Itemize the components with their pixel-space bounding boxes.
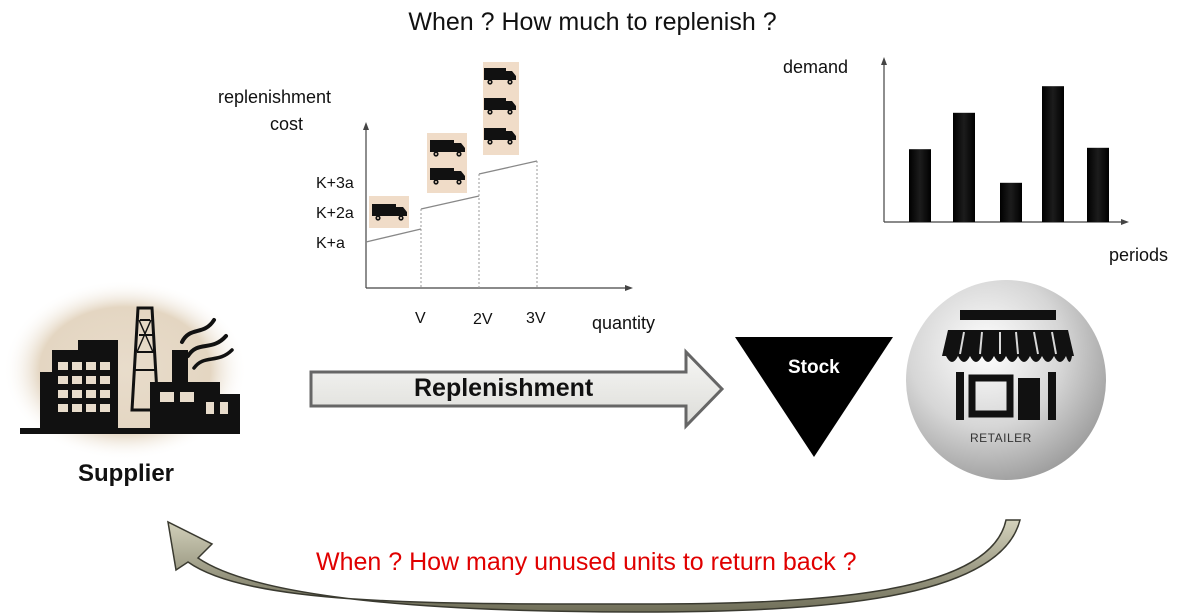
- page-title: When ? How much to replenish ?: [408, 8, 777, 36]
- replenishment-arrow: [309, 348, 725, 430]
- cost-xtick-label: 2V: [473, 311, 493, 328]
- demand-xlabel: periods: [1109, 245, 1169, 265]
- supplier-icon: [3, 280, 247, 460]
- truck-icon: [484, 128, 516, 145]
- supplier-label: Supplier: [78, 460, 175, 487]
- cost-xlabel: quantity: [592, 313, 656, 333]
- stock-label: Stock: [788, 357, 840, 378]
- retailer-icon: [906, 280, 1106, 480]
- demand-bar: [953, 112, 975, 222]
- demand-y-arrowhead: [881, 57, 887, 65]
- demand-x-arrowhead: [1121, 219, 1129, 225]
- demand-bar: [1087, 147, 1109, 222]
- demand-bars: [909, 86, 1109, 222]
- cost-step-3: [478, 160, 538, 175]
- cost-chart: [363, 62, 633, 291]
- truck-icon: [372, 204, 407, 221]
- cost-ytick-label: K+a: [316, 235, 345, 252]
- cost-step-2: [420, 195, 480, 210]
- stock-triangle: [735, 337, 893, 457]
- replenishment-label: Replenishment: [414, 374, 594, 402]
- return-question: When ? How many unused units to return b…: [316, 548, 857, 576]
- cost-ylabel-line2: cost: [270, 114, 304, 134]
- cost-ytick-label: K+2a: [316, 205, 354, 222]
- truck-icon: [484, 98, 516, 115]
- demand-bar: [1042, 86, 1064, 222]
- cost-x-arrowhead: [625, 285, 633, 291]
- cost-step-1: [365, 228, 422, 243]
- return-arrow: [167, 519, 1021, 613]
- cost-xtick-label: 3V: [526, 310, 546, 327]
- retailer-label: RETAILER: [970, 431, 1032, 445]
- cost-ylabel-line1: replenishment: [218, 87, 332, 107]
- cost-xtick-label: V: [415, 310, 426, 327]
- demand-chart: [881, 57, 1129, 225]
- truck-icon: [484, 68, 516, 85]
- cost-y-arrowhead: [363, 122, 369, 130]
- cost-ytick-label: K+3a: [316, 175, 354, 192]
- truck-icon: [430, 168, 465, 185]
- demand-ylabel: demand: [783, 57, 849, 77]
- truck-icon: [430, 140, 465, 157]
- demand-bar: [909, 149, 931, 222]
- demand-bar: [1000, 182, 1022, 222]
